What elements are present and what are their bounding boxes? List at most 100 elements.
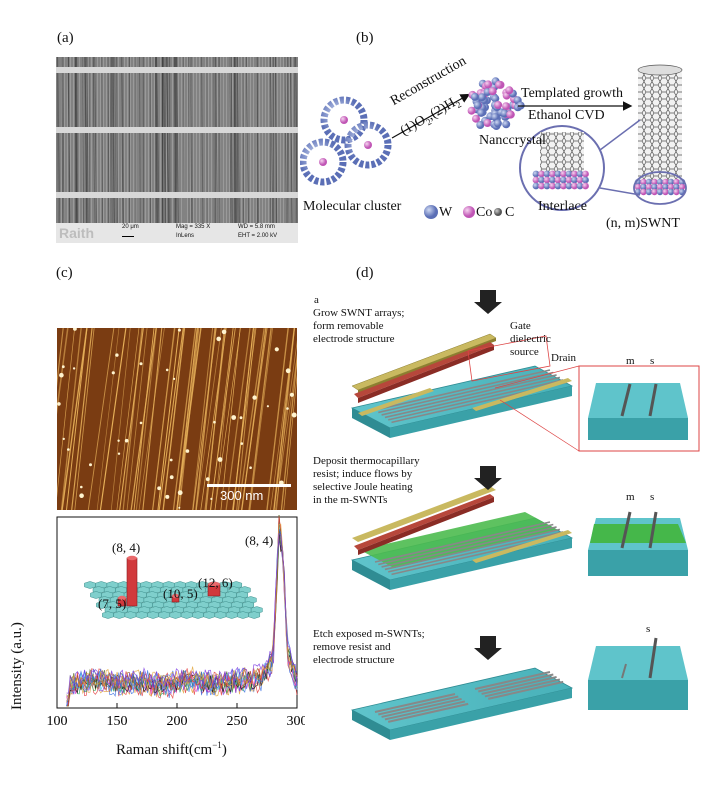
down-arrow-icon: [474, 290, 502, 314]
cnt-line: [478, 673, 554, 693]
step-a-letter: a: [314, 294, 319, 306]
afm-texture: [57, 328, 297, 510]
sem-brand: Raith: [59, 225, 94, 241]
cnt-line: [374, 369, 551, 411]
cnt-line: [381, 697, 462, 718]
sem-scalebar: [122, 236, 134, 237]
label-s-1: s: [650, 355, 655, 367]
cnt-line: [388, 379, 564, 421]
label-interlace: Interlace: [538, 199, 587, 214]
raman-peak-label: (8, 4): [245, 533, 274, 548]
cnt-line: [378, 695, 459, 716]
sem-electrode-stripe: [56, 192, 298, 198]
raman-xtick-label: 250: [227, 714, 248, 729]
raman-series-line: [66, 530, 298, 707]
sem-wd: WD = 5.8 mm: [238, 224, 275, 230]
cnt-line: [378, 371, 554, 414]
sem-texture: [56, 57, 298, 243]
hist-label-10-5: (10, 5): [163, 586, 198, 601]
raman-series-line: [66, 533, 298, 694]
chirality-histogram: [84, 555, 263, 619]
raman-xlabel: Raman shift(cm−1): [116, 740, 227, 758]
step-2-zoom: [588, 511, 688, 576]
raman-series-line: [66, 523, 298, 702]
hist-bar-7-5-top: [118, 595, 126, 601]
step-c-line3: electrode structure: [313, 654, 395, 666]
label-source: source: [510, 346, 539, 358]
raman-xtick-label: 300: [287, 714, 306, 729]
label-molecular-cluster: Molecular cluster: [303, 199, 402, 214]
step-3-device: [350, 636, 574, 740]
step-1-device: [350, 290, 574, 438]
sem-eht: EHT = 2.00 kV: [238, 233, 278, 239]
sem-mag: Mag = 335 X: [176, 224, 211, 230]
raman-xtick-label: 150: [107, 714, 128, 729]
step-b-line4: in the m-SWNTs: [313, 494, 388, 506]
carbon-atom-icon: [494, 208, 502, 216]
panel-label-c: (c): [56, 265, 73, 281]
down-arrow-icon: [474, 636, 502, 660]
raman-plot: 100 150 200 250 300: [47, 515, 306, 729]
label-nanocrystal: Nanccrystal: [479, 133, 546, 148]
step-c-line2: remove resist and: [313, 641, 391, 653]
raman-ylabel: Intensity (a.u.): [9, 622, 25, 710]
legend-w: W: [439, 205, 453, 220]
label-dielectric: dielectric: [510, 333, 551, 345]
panel-label-d: (d): [356, 265, 374, 281]
nanocrystal-icon: [467, 77, 525, 130]
cnt-line: [374, 521, 551, 563]
molecular-cluster-icon: [300, 96, 392, 186]
cnt-line: [378, 523, 554, 566]
label-ethanol-cvd: Ethanol CVD: [528, 108, 605, 123]
legend-co: Co: [476, 205, 493, 220]
hist-label-12-6: (12, 6): [198, 575, 233, 590]
step-c-line1: Etch exposed m-SWNTs;: [313, 628, 425, 640]
panel-label-b: (b): [356, 30, 374, 46]
interlace-icon: [519, 119, 687, 211]
afm-scalebar-label: 300 nm: [220, 488, 264, 503]
cnt-line: [381, 526, 557, 568]
step-b-line1: Deposit thermocapillary: [313, 455, 420, 467]
label-m-2: m: [626, 491, 635, 503]
cnt-line: [474, 671, 551, 690]
cnt-line: [388, 531, 564, 573]
hist-bar-10-5-top: [172, 593, 179, 599]
step-3-zoom: [588, 637, 688, 710]
label-m-1: m: [626, 355, 635, 367]
sem-electrode-stripe: [56, 67, 298, 73]
step-a-line3: electrode structure: [313, 333, 395, 345]
sem-image: Raith 20 μm Mag = 335 X InLens WD = 5.8 …: [56, 57, 298, 243]
fabrication-schematic: [350, 290, 700, 740]
raman-xtick-label: 200: [167, 714, 188, 729]
step-b-line2: resist; induce flows by: [313, 468, 413, 480]
cnt-line: [387, 702, 469, 723]
sem-electrode-stripe: [56, 127, 298, 133]
label-drain: Drain: [551, 352, 577, 364]
cnt-line: [384, 528, 561, 571]
sem-detector: InLens: [176, 233, 195, 239]
swnt-tube-icon: [634, 64, 686, 196]
step-b-line3: selective Joule heating: [313, 481, 413, 493]
label-gate: Gate: [510, 320, 531, 332]
down-arrow-icon: [474, 466, 502, 490]
growth-schematic: [300, 64, 687, 219]
label-swnt: (n, m)SWNT: [606, 216, 680, 231]
cnt-line: [481, 675, 557, 695]
label-s-2: s: [650, 491, 655, 503]
label-s-3: s: [646, 623, 651, 635]
tungsten-atom-icon: [424, 205, 438, 219]
legend-c: C: [505, 205, 515, 220]
hist-bar-8-4: [126, 557, 138, 607]
raman-xtick-label: 100: [47, 714, 68, 729]
sem-scale: 20 μm: [122, 224, 139, 230]
step-a-line1: Grow SWNT arrays;: [313, 307, 405, 319]
afm-image: 300 nm: [57, 328, 297, 510]
cnt-line: [384, 376, 561, 419]
step-1-zoom: [494, 365, 700, 452]
cnt-line: [487, 680, 564, 700]
panel-label-a: (a): [57, 30, 74, 46]
cnt-line: [381, 374, 557, 416]
step-2-device: [350, 466, 574, 590]
sem-info-bar: [56, 223, 298, 243]
cnt-line: [384, 700, 466, 721]
